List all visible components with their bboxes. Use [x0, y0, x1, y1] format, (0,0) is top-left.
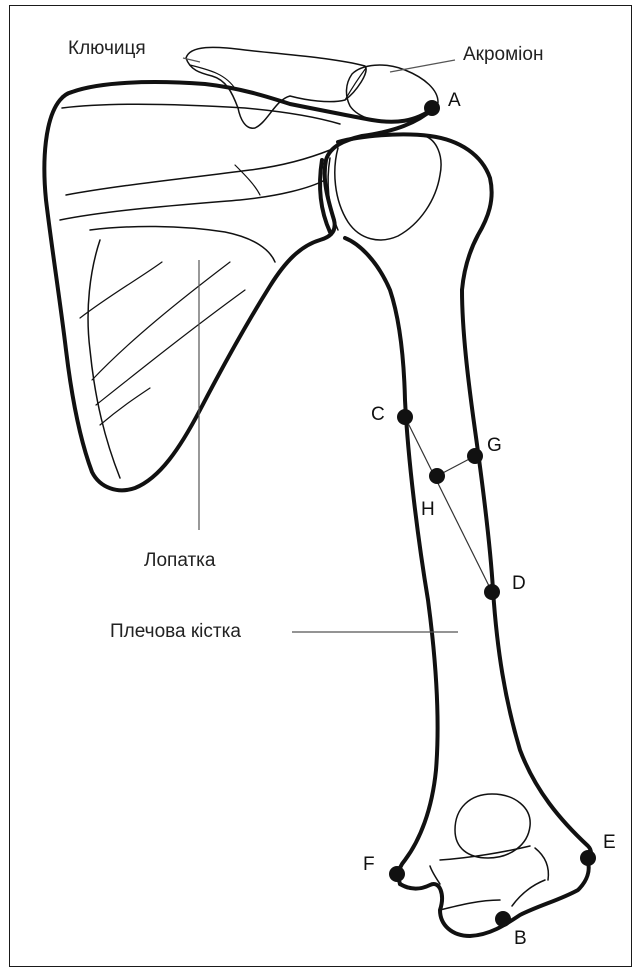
clavicle-label: Ключиця [68, 38, 146, 59]
clavicle-leader [183, 58, 200, 62]
humerus-label: Плечова кістка [110, 621, 241, 642]
point-labels: A B C D E F G H [363, 90, 616, 949]
point-c-marker [397, 409, 413, 425]
measurement-lines [405, 417, 492, 592]
point-e-marker [580, 850, 596, 866]
scapula-bone [44, 82, 434, 490]
point-g-label: G [487, 435, 502, 456]
point-g-marker [467, 448, 483, 464]
point-d-label: D [512, 573, 526, 594]
point-d-marker [484, 584, 500, 600]
point-e-label: E [603, 832, 616, 853]
point-b-marker [495, 911, 511, 927]
point-c-label: C [371, 404, 385, 425]
point-f-marker [389, 866, 405, 882]
leader-lines [183, 58, 458, 632]
point-b-label: B [514, 928, 527, 949]
clavicle-bone [186, 47, 366, 128]
point-h-marker [429, 468, 445, 484]
point-f-label: F [363, 854, 375, 875]
point-a-label: A [448, 90, 461, 111]
point-h-label: H [421, 499, 435, 520]
acromion-label: Акроміон [463, 44, 543, 65]
acromion-leader [390, 60, 455, 72]
scapula-label: Лопатка [144, 550, 216, 571]
point-a-marker [424, 100, 440, 116]
humerus-bone [335, 134, 591, 936]
line-c-d [405, 417, 492, 592]
